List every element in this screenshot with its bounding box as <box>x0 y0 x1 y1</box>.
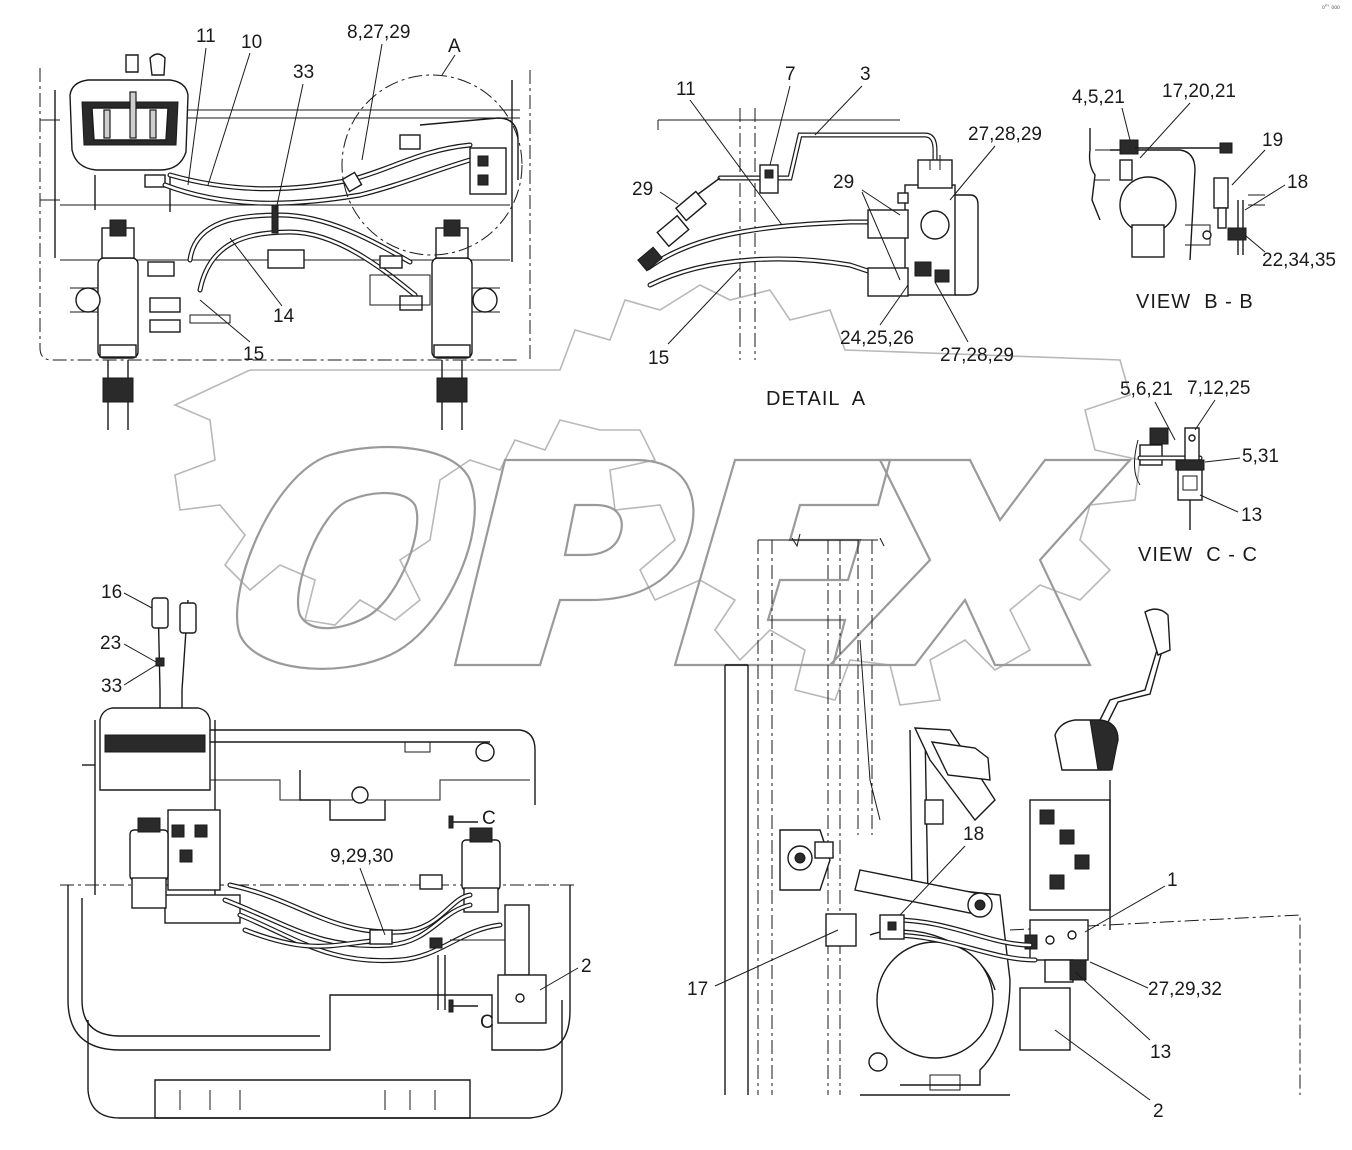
callout-label: 17,20,21 <box>1162 81 1236 102</box>
callout-label: 2 <box>1153 1101 1164 1122</box>
callout-label: 29 <box>632 179 653 200</box>
callout-label: 27,28,29 <box>940 345 1014 366</box>
bottom-left-view <box>60 597 575 1119</box>
callout-label: 3 <box>860 64 871 85</box>
top-left-view <box>39 53 531 430</box>
callout-label: 33 <box>293 62 314 83</box>
callout-label: 17 <box>687 979 708 1000</box>
watermark-letter-x <box>827 458 1133 667</box>
callout-label: 15 <box>648 348 669 369</box>
callout-label: 27,29,32 <box>1148 979 1222 1000</box>
callout-label: 27,28,29 <box>968 124 1042 145</box>
callout-label: 18 <box>1287 172 1308 193</box>
callout-label: 16 <box>101 582 122 603</box>
top-left-callouts: 11 10 8,27,29 A 33 14 15 <box>187 22 461 365</box>
watermark-gear-outline <box>173 284 1141 706</box>
view-bb-caption: VIEW B - B <box>1136 291 1254 313</box>
detail-a-caption: DETAIL A <box>766 388 866 410</box>
watermark-letter-o <box>236 446 476 670</box>
callout-label: 13 <box>1150 1042 1171 1063</box>
callout-label: 19 <box>1262 130 1283 151</box>
callout-label: 33 <box>101 676 122 697</box>
callout-label: 13 <box>1241 505 1262 526</box>
watermark-letter-p <box>453 458 695 667</box>
callout-label: 5,31 <box>1242 446 1279 467</box>
callout-label: 8,27,29 <box>347 22 410 43</box>
callout-label: A <box>448 36 461 57</box>
callout-label: C <box>482 808 496 829</box>
callout-label: 4,5,21 <box>1072 87 1125 108</box>
detail-a-view <box>637 108 979 360</box>
callout-label: 14 <box>273 306 295 327</box>
callout-label: 5,6,21 <box>1120 379 1173 400</box>
callout-label: 9,29,30 <box>330 846 393 867</box>
bottom-left-callouts: 16 23 33 C 9,29,30 2 C <box>100 582 592 1033</box>
view-cc <box>1134 427 1205 530</box>
bottom-right-view <box>724 533 1301 1096</box>
callout-label: 10 <box>241 32 262 53</box>
opex-watermark <box>173 284 1141 706</box>
callout-label: 11 <box>196 26 216 47</box>
corner-mark: ₀ᵐ ₀₀₀ <box>1322 3 1340 11</box>
callout-label: C <box>480 1012 494 1033</box>
callout-label: 2 <box>581 956 592 977</box>
callout-label: 1 <box>1167 870 1178 891</box>
view-bb-callouts: 4,5,21 17,20,21 19 18 22,34,35 VIEW B - … <box>1072 81 1336 313</box>
view-cc-callouts: 5,6,21 7,12,25 5,31 13 VIEW C - C <box>1120 378 1279 566</box>
callout-label: 7 <box>785 64 796 85</box>
view-cc-caption: VIEW C - C <box>1138 544 1258 566</box>
callout-label: 15 <box>243 344 264 365</box>
bottom-right-callouts: 18 1 17 27,29,32 13 2 <box>687 824 1222 1122</box>
detail-a-callouts: 11 7 3 27,28,29 29 29 24,25,26 27,28,29 … <box>632 64 1042 410</box>
callout-label: 11 <box>676 79 696 100</box>
callout-label: 7,12,25 <box>1187 378 1250 399</box>
callout-label: 24,25,26 <box>840 328 914 349</box>
callout-label: 22,34,35 <box>1262 250 1336 271</box>
callout-label: 18 <box>963 824 984 845</box>
callout-label: 23 <box>100 633 121 654</box>
view-bb <box>1088 128 1265 261</box>
callout-label: 29 <box>833 172 854 193</box>
